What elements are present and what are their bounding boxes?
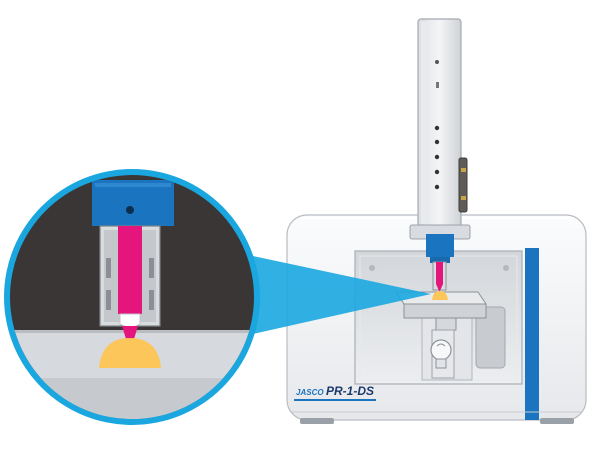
accent-stripe <box>525 248 539 420</box>
brand-logo: JASCO <box>296 388 324 397</box>
probe-tower <box>409 18 471 240</box>
magnifier-lens <box>4 169 260 425</box>
model-name: PR-1-DS <box>326 384 374 398</box>
sample-drop <box>432 291 448 300</box>
light-bulb-icon <box>430 339 452 369</box>
probe <box>432 261 447 292</box>
model-underline <box>294 399 376 401</box>
magnifier-connector <box>253 256 431 334</box>
probe-head <box>426 234 454 263</box>
